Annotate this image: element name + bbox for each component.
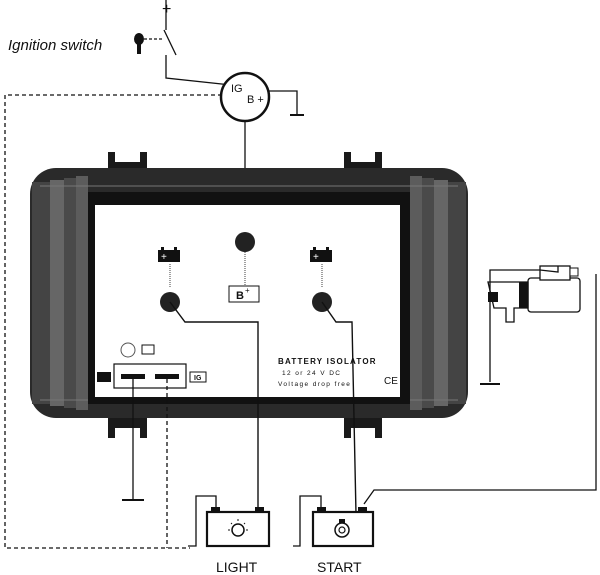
lightbulb-icon bbox=[228, 519, 248, 537]
relay-ig-label: IG bbox=[231, 83, 243, 95]
module-drop: Voltage drop free bbox=[278, 381, 351, 388]
ignition-switch-label: Ignition switch bbox=[8, 37, 102, 54]
ce-mark: CE bbox=[384, 376, 398, 387]
battery-icon: + bbox=[310, 247, 332, 288]
wire-light bbox=[169, 301, 259, 514]
ignition-switch bbox=[134, 0, 232, 86]
connector-block: IG bbox=[97, 342, 207, 389]
ig-tag: IG bbox=[194, 375, 202, 382]
light-battery-label: LIGHT bbox=[216, 559, 258, 575]
module-voltage: 12 or 24 V DC bbox=[282, 370, 341, 377]
starter-motor bbox=[487, 265, 581, 323]
module-title: BATTERY ISOLATOR bbox=[278, 357, 377, 366]
key-icon bbox=[134, 33, 162, 54]
start-battery bbox=[293, 495, 375, 548]
start-battery-label: START bbox=[317, 559, 362, 575]
wire-start bbox=[321, 301, 357, 515]
b-plus-tag: B + bbox=[228, 252, 260, 303]
b-plus-tag-b: B bbox=[236, 290, 244, 302]
plus-label: + bbox=[162, 1, 171, 18]
light-battery bbox=[188, 495, 271, 548]
battery-plus-right: + bbox=[313, 252, 319, 263]
relay-bplus-label: B + bbox=[247, 94, 264, 106]
b-plus-tag-plus: + bbox=[245, 286, 250, 295]
battery-plus-left: + bbox=[161, 252, 167, 263]
terminal-b-plus bbox=[235, 232, 255, 252]
ignition-dashed-wire bbox=[4, 94, 222, 549]
battery-icon: + bbox=[158, 247, 180, 288]
wire-starter bbox=[489, 266, 559, 382]
engine-icon bbox=[334, 519, 350, 538]
